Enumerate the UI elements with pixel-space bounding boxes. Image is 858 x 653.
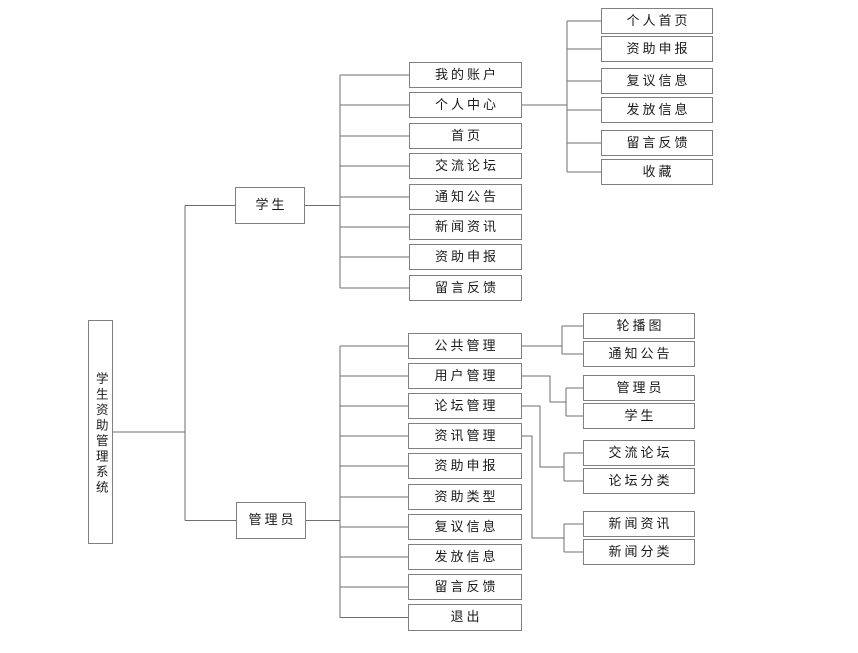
node-student-news: 新闻资讯	[409, 214, 522, 240]
node-admin-aid-type: 资助类型	[408, 484, 522, 510]
connector-line	[113, 205, 236, 521]
node-pm-carousel: 轮播图	[583, 313, 695, 339]
node-admin-disbursement-info: 发放信息	[408, 544, 522, 570]
node-label: 发放信息	[434, 549, 499, 565]
node-um-admin: 管理员	[583, 375, 695, 401]
node-pc-aid-application: 资助申报	[601, 36, 713, 62]
node-label: 复议信息	[434, 519, 499, 535]
node-label: 交流论坛	[608, 445, 673, 461]
node-nm-news: 新闻资讯	[583, 511, 695, 537]
node-student-home: 首页	[409, 123, 522, 149]
node-label: 学生资助管理系统	[93, 371, 109, 496]
node-label: 交流论坛	[434, 158, 499, 174]
node-student-my-account: 我的账户	[409, 62, 522, 88]
node-student-forum: 交流论坛	[409, 153, 522, 179]
node-student-aid-application: 资助申报	[409, 244, 522, 270]
node-label: 个人首页	[626, 13, 691, 29]
node-label: 复议信息	[626, 73, 691, 89]
node-label: 个人中心	[434, 97, 499, 113]
node-pc-disbursement-info: 发放信息	[601, 97, 713, 123]
node-label: 学生	[624, 408, 657, 424]
node-student: 学生	[235, 187, 305, 224]
node-student-personal-center: 个人中心	[409, 92, 522, 118]
node-admin-user-mgmt: 用户管理	[408, 363, 522, 389]
node-label: 论坛分类	[608, 473, 673, 489]
node-label: 通知公告	[608, 346, 673, 362]
node-label: 收藏	[642, 164, 675, 180]
connector-line	[522, 375, 583, 417]
connector-line	[522, 325, 583, 355]
node-label: 学生	[255, 198, 288, 213]
connector-line	[522, 435, 583, 553]
connector-line	[522, 405, 583, 482]
node-um-student: 学生	[583, 403, 695, 429]
node-label: 用户管理	[434, 368, 499, 384]
node-label: 退出	[450, 610, 483, 625]
node-label: 资讯管理	[434, 428, 499, 444]
node-student-notice: 通知公告	[409, 184, 522, 210]
node-nm-news-category: 新闻分类	[583, 539, 695, 565]
node-label: 论坛管理	[434, 398, 499, 414]
node-label: 资助申报	[434, 249, 499, 265]
connector-line	[306, 345, 408, 618]
node-label: 我的账户	[434, 67, 499, 83]
node-label: 发放信息	[626, 102, 691, 118]
node-pc-feedback: 留言反馈	[601, 130, 713, 156]
node-student-feedback: 留言反馈	[409, 275, 522, 301]
node-label: 留言反馈	[434, 579, 499, 595]
node-admin: 管理员	[236, 502, 306, 539]
node-admin-aid-application: 资助申报	[408, 453, 522, 479]
node-label: 资助申报	[626, 41, 691, 57]
node-fm-forum: 交流论坛	[583, 440, 695, 466]
node-admin-feedback: 留言反馈	[408, 574, 522, 600]
node-pc-review-info: 复议信息	[601, 68, 713, 94]
connector-line	[522, 20, 601, 173]
node-pc-personal-home: 个人首页	[601, 8, 713, 34]
node-label: 管理员	[616, 380, 665, 396]
connector-line	[305, 74, 409, 289]
node-label: 新闻资讯	[608, 516, 673, 532]
node-label: 新闻资讯	[434, 219, 499, 235]
node-admin-logout: 退出	[408, 604, 522, 631]
node-admin-review-info: 复议信息	[408, 514, 522, 540]
node-label: 资助申报	[434, 458, 499, 474]
node-label: 新闻分类	[608, 544, 673, 560]
node-label: 留言反馈	[626, 135, 691, 151]
node-admin-forum-mgmt: 论坛管理	[408, 393, 522, 419]
node-admin-public-mgmt: 公共管理	[408, 333, 522, 359]
node-label: 管理员	[248, 513, 297, 528]
node-pc-favorites: 收藏	[601, 159, 713, 185]
node-label: 资助类型	[434, 489, 499, 505]
node-label: 轮播图	[616, 318, 665, 334]
node-label: 留言反馈	[434, 280, 499, 296]
node-pm-notice: 通知公告	[583, 341, 695, 367]
node-fm-forum-category: 论坛分类	[583, 468, 695, 494]
node-admin-news-mgmt: 资讯管理	[408, 423, 522, 449]
node-system-root: 学生资助管理系统	[88, 320, 113, 544]
node-label: 通知公告	[434, 189, 499, 205]
node-label: 首页	[450, 128, 483, 144]
node-label: 公共管理	[434, 338, 499, 354]
